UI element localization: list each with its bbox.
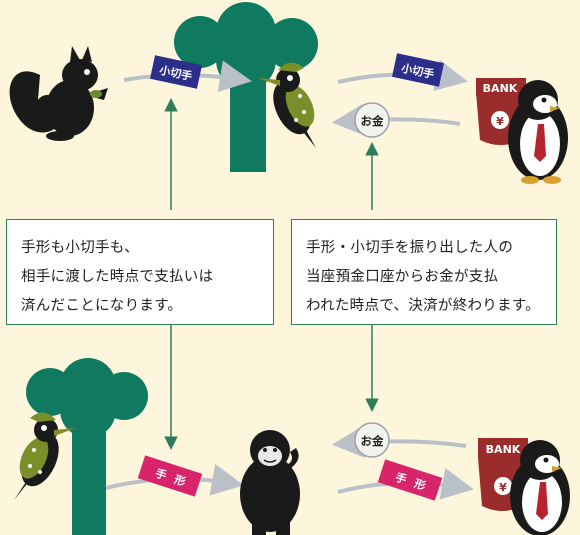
note-left-line-3: 済んだことになります。 (21, 298, 183, 314)
note-tag-2: 手 形 (377, 459, 443, 501)
yen-symbol-top: ¥ (496, 115, 504, 128)
note-left-line-2: 相手に渡した時点で支払いは (21, 269, 214, 285)
yen-symbol-bottom: ¥ (499, 481, 507, 494)
money-badge-1: お金 (354, 102, 390, 138)
note-box-left: 手形も小切手も、 相手に渡した時点で支払いは 済んだことになります。 (6, 219, 274, 325)
tree-bottom (26, 358, 148, 535)
check-tag-2: 小切手 (392, 53, 444, 87)
penguin-icon (508, 80, 568, 184)
money-badge-2: お金 (354, 422, 390, 458)
note-tag-2-char-2: 形 (413, 477, 427, 493)
bank-label-top: BANK (483, 82, 518, 95)
penguin-icon-bottom (510, 440, 570, 535)
bank-label-bottom: BANK (486, 443, 521, 456)
note-tag-1-char-2: 形 (173, 473, 187, 489)
gorilla-icon (240, 430, 300, 535)
check-tag-2-label: 小切手 (399, 60, 435, 81)
note-tag-1: 手 形 (137, 455, 203, 497)
woodpecker-icon (258, 62, 316, 148)
note-box-right: 手形・小切手を振り出した人の 当座預金口座からお金が支払 われた時点で、決済が終… (291, 219, 557, 325)
money-badge-2-label: お金 (361, 434, 384, 448)
note-tag-1-char-1: 手 (154, 466, 169, 483)
note-right-line-3: われた時点で、決済が終わります。 (306, 298, 541, 314)
note-right-line-1: 手形・小切手を振り出した人の (306, 240, 514, 256)
check-tag-1-label: 小切手 (157, 62, 193, 83)
money-badge-1-label: お金 (361, 114, 384, 128)
note-tag-2-char-1: 手 (394, 470, 409, 487)
woodpecker-icon-bottom (14, 412, 76, 500)
note-right-line-2: 当座預金口座からお金が支払 (306, 269, 499, 285)
note-left-line-1: 手形も小切手も、 (21, 240, 139, 256)
squirrel-icon (9, 46, 108, 141)
check-tag-1: 小切手 (150, 55, 202, 89)
